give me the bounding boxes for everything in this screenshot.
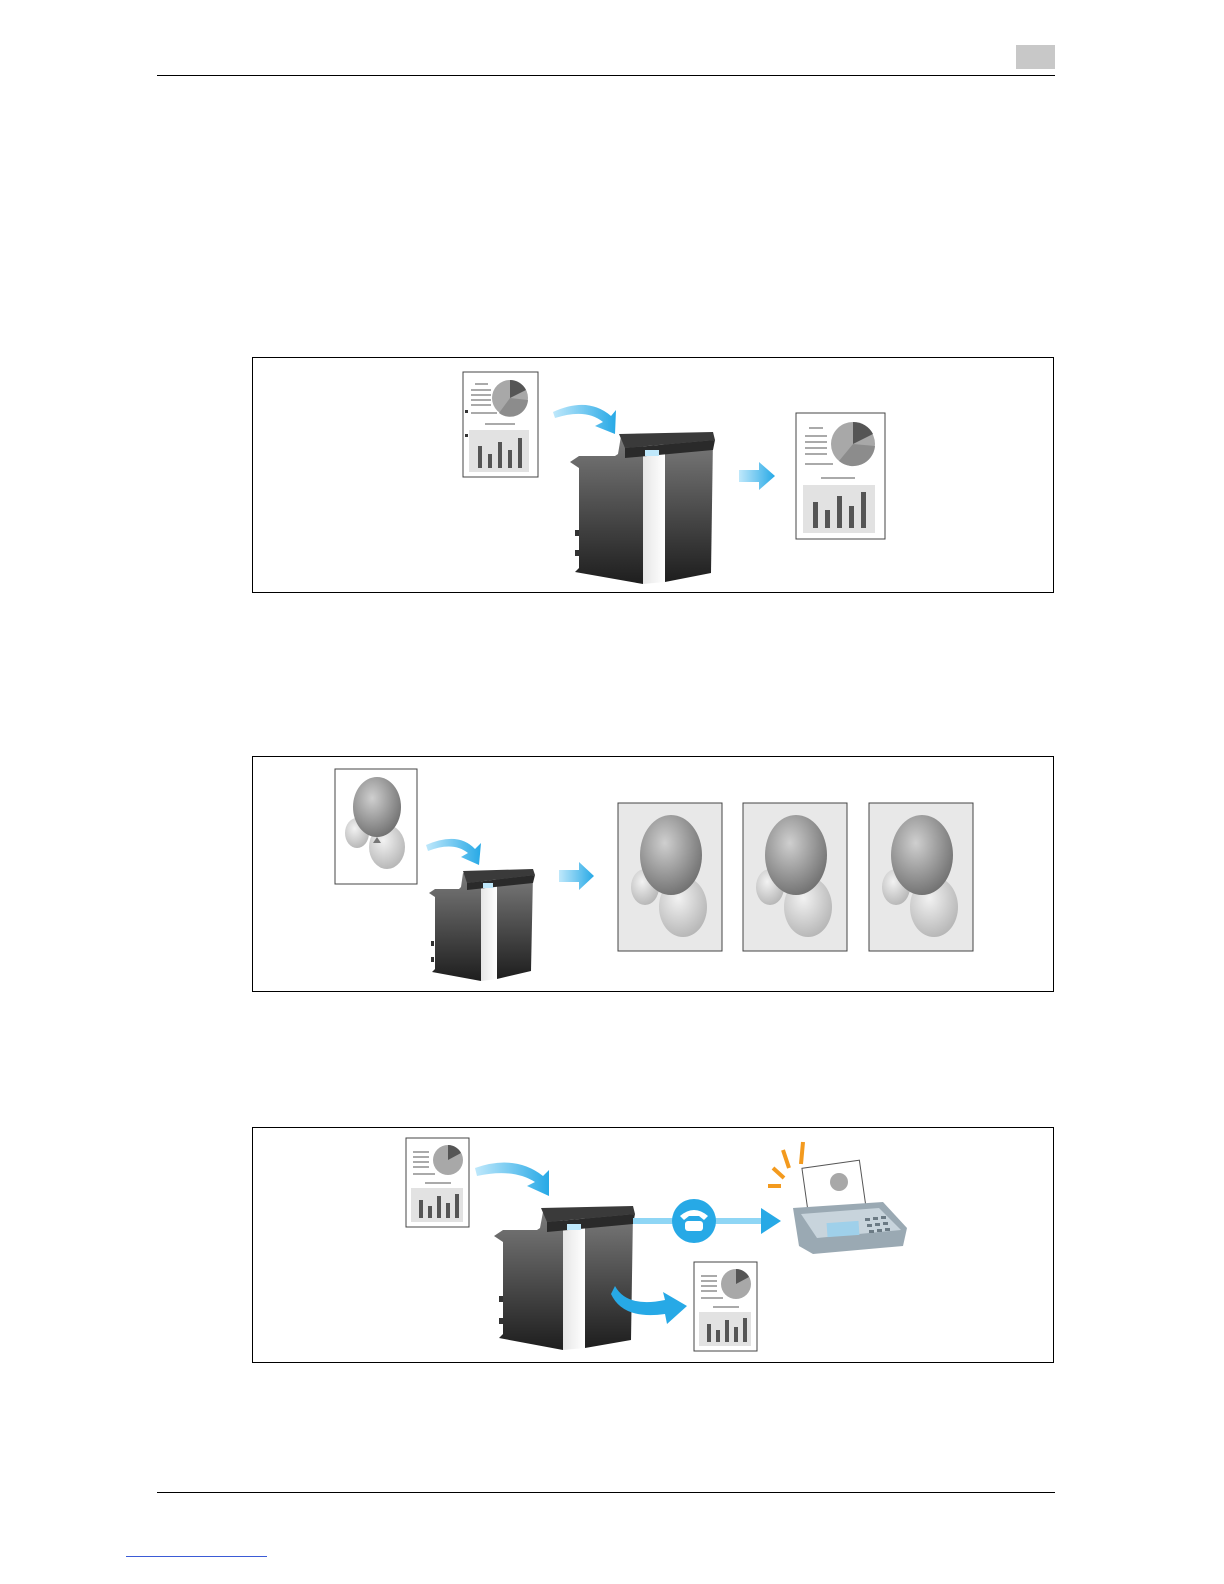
figure-multiple-copies	[252, 756, 1054, 992]
mfp-icon	[570, 432, 715, 584]
mfp-icon	[429, 869, 535, 981]
copy-balloon-document-icon	[869, 803, 973, 951]
output-arrow-icon	[739, 462, 775, 490]
output-arrow-icon	[559, 862, 594, 890]
printed-document-icon	[694, 1262, 757, 1351]
footer-rule	[157, 1492, 1055, 1493]
fax-machine-icon	[768, 1142, 907, 1254]
feed-arrow-icon	[553, 405, 616, 434]
figure-copy-illustration	[253, 358, 1055, 594]
original-document-icon	[406, 1138, 469, 1227]
figure-fax-with-print	[252, 1127, 1054, 1363]
header-rule	[157, 75, 1055, 76]
feed-arrow-icon	[475, 1163, 549, 1196]
copy-balloon-document-icon	[618, 803, 722, 951]
original-document-icon	[463, 372, 538, 477]
figure-multiple-copies-illustration	[253, 757, 1055, 993]
chapter-tab	[1016, 45, 1055, 69]
original-balloon-document-icon	[335, 769, 417, 884]
mfp-icon	[494, 1206, 635, 1350]
fax-line-arrow-icon	[633, 1199, 781, 1243]
figure-copy	[252, 357, 1054, 593]
copy-document-icon	[796, 413, 885, 539]
figure-fax-with-print-illustration	[253, 1128, 1055, 1364]
copy-balloon-document-icon	[743, 803, 847, 951]
footer-link-underline[interactable]	[126, 1556, 267, 1557]
feed-arrow-icon	[426, 839, 481, 865]
